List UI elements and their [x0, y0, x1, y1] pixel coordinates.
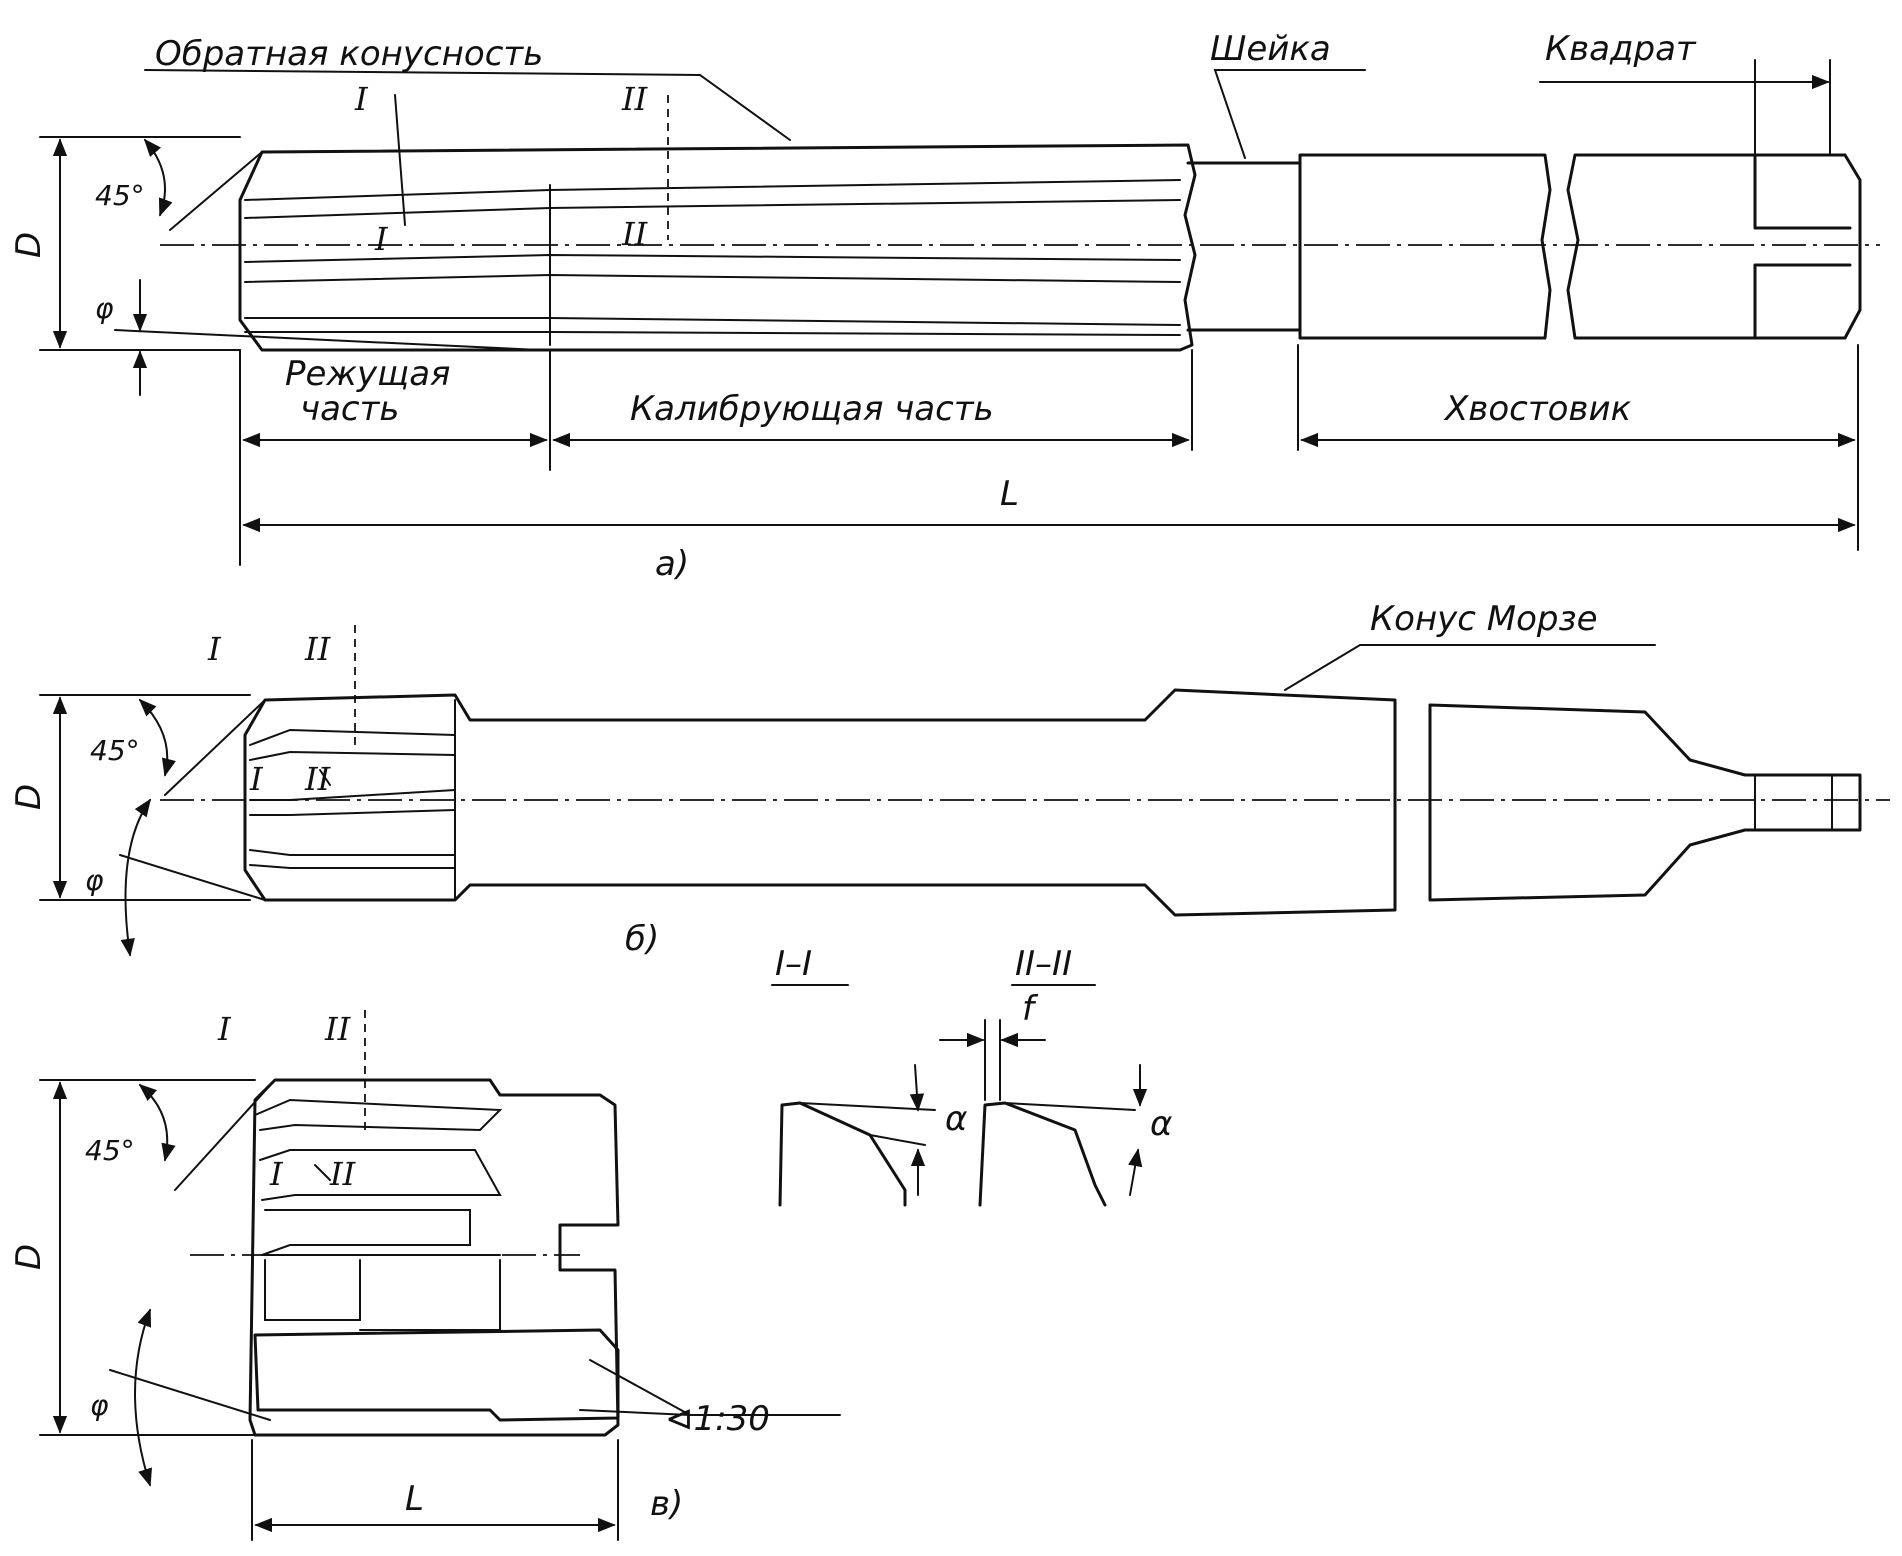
land-f-label: f [1022, 989, 1039, 1029]
alpha-label-2: α [1150, 1104, 1172, 1144]
section-mark-1-mid-c: I [269, 1155, 284, 1193]
neck-label: Шейка [1210, 29, 1331, 69]
cutting-part-label-line2: часть [300, 389, 399, 429]
section-1-title: I–I [775, 944, 812, 984]
section-2-title: II–II [1015, 944, 1072, 984]
view-c-caption: в) [650, 1484, 683, 1524]
section-mark-2-top-b: II [304, 630, 332, 668]
angle-45-label-b: 45° [90, 734, 140, 767]
view-b-machine-reamer: Конус Морзе б) D 45° φ I II I II [9, 599, 1890, 959]
section-mark-2-top-a: II [621, 80, 649, 118]
section-mark-1-bottom-a: I [374, 220, 389, 258]
view-a-hand-reamer: Обратная конусность Шейка Квадрат Режуща… [9, 29, 1880, 584]
section-mark-2-bottom-a: II [621, 215, 649, 253]
section-mark-1-top-c: I [217, 1010, 232, 1048]
taper-ratio-label: ⊲1:30 [665, 1399, 770, 1439]
square-label: Квадрат [1545, 29, 1697, 69]
morse-taper-label: Конус Морзе [1370, 599, 1598, 639]
length-label-c: L [405, 1479, 424, 1519]
shank-label: Хвостовик [1443, 389, 1632, 429]
section-mark-2-mid-c: II [329, 1155, 357, 1193]
diameter-label-c: D [9, 1244, 49, 1270]
angle-45-label-c: 45° [85, 1134, 135, 1167]
angle-45-label-a: 45° [95, 179, 145, 212]
diameter-label-a: D [9, 232, 49, 258]
view-c-shell-reamer: ⊲1:30 L в) D 45° φ I II I II [9, 1010, 841, 1541]
section-2-profile [978, 1101, 1107, 1207]
angle-phi-label-c: φ [90, 1389, 109, 1422]
section-mark-1-mid-b: I [249, 760, 264, 798]
alpha-label-1: α [945, 1099, 967, 1139]
shank-part-1 [1298, 153, 1552, 340]
shank-part-2 [1566, 153, 1862, 340]
section-mark-2-mid-b: II [304, 760, 332, 798]
tooth-sections: I–I II–II f α α [771, 944, 1172, 1207]
reamer-c-section-cut [253, 1328, 620, 1422]
back-taper-label: Обратная конусность [155, 34, 543, 74]
cutting-part-label-line1: Режущая [285, 354, 450, 394]
view-b-caption: б) [625, 919, 659, 959]
angle-phi-label-a: φ [95, 292, 114, 325]
diameter-label-b: D [9, 784, 49, 810]
view-a-caption: а) [655, 544, 689, 584]
section-mark-1-top-b: I [207, 630, 222, 668]
reamer-body [238, 143, 1197, 352]
reamer-b-body [243, 688, 1397, 917]
section-mark-2-top-c: II [324, 1010, 352, 1048]
reamer-b-tang [1428, 703, 1862, 902]
angle-phi-label-b: φ [85, 864, 104, 897]
section-1-profile [778, 1101, 907, 1207]
sizing-part-label: Калибрующая часть [630, 389, 994, 429]
reamer-c-body [248, 1078, 620, 1437]
length-label-a: L [1000, 474, 1019, 514]
section-mark-1-top-a: I [354, 80, 369, 118]
